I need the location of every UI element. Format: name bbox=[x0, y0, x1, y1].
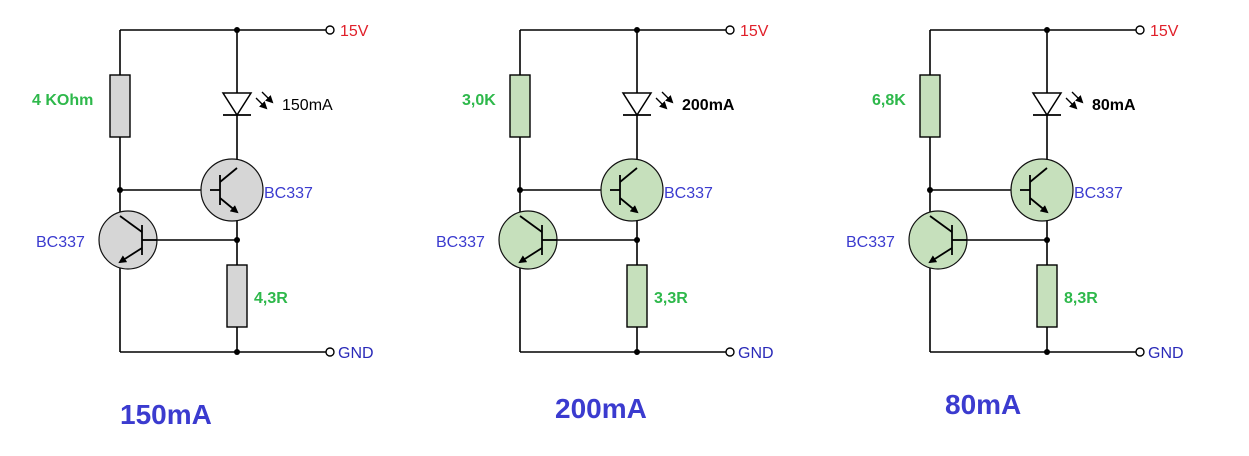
supply-label: 15V bbox=[1150, 23, 1179, 40]
supply-label: 15V bbox=[740, 23, 769, 40]
upper-transistor bbox=[600, 158, 664, 222]
upper-transistor bbox=[1010, 158, 1074, 222]
lower-transistor-label: BC337 bbox=[846, 234, 895, 251]
gnd-label: GND bbox=[738, 345, 774, 362]
wires bbox=[929, 29, 1140, 353]
led bbox=[621, 91, 674, 117]
gnd-label: GND bbox=[1148, 345, 1184, 362]
circuit-1: 4 KOhm 4,3R 15V GND BC337 BC337 150mA 15… bbox=[32, 23, 374, 430]
led-current-label: 200mA bbox=[682, 97, 735, 114]
gnd-terminal bbox=[1135, 347, 1145, 357]
bottom-resistor-value: 8,3R bbox=[1064, 290, 1098, 307]
top-resistor bbox=[509, 74, 531, 138]
gnd-terminal bbox=[325, 347, 335, 357]
junction-dot bbox=[234, 27, 240, 33]
upper-transistor-label: BC337 bbox=[664, 185, 713, 202]
supply-terminal bbox=[725, 25, 735, 35]
supply-terminal bbox=[1135, 25, 1145, 35]
bottom-resistor bbox=[226, 264, 248, 328]
bottom-resistor bbox=[626, 264, 648, 328]
bottom-resistor-value: 3,3R bbox=[654, 290, 688, 307]
junction-dot bbox=[634, 237, 640, 243]
led bbox=[221, 91, 274, 117]
lower-transistor bbox=[908, 210, 968, 270]
gnd-terminal bbox=[725, 347, 735, 357]
circuit-3: 6,8K 8,3R 15V GND BC337 BC337 80mA 80mA bbox=[846, 23, 1184, 420]
lower-transistor bbox=[498, 210, 558, 270]
led-current-label: 80mA bbox=[1092, 97, 1136, 114]
junction-dot bbox=[1044, 27, 1050, 33]
top-resistor bbox=[919, 74, 941, 138]
circuit-2: 3,0K 3,3R 15V GND BC337 BC337 200mA 200m… bbox=[436, 23, 774, 424]
bottom-resistor bbox=[1036, 264, 1058, 328]
top-resistor-value: 4 KOhm bbox=[32, 92, 93, 109]
upper-transistor-label: BC337 bbox=[264, 185, 313, 202]
top-resistor bbox=[109, 74, 131, 138]
circuit-caption: 200mA bbox=[555, 393, 647, 424]
junction-dot bbox=[517, 187, 523, 193]
junction-dot bbox=[234, 349, 240, 355]
wires bbox=[119, 29, 330, 353]
wires bbox=[519, 29, 730, 353]
lower-transistor-label: BC337 bbox=[436, 234, 485, 251]
junction-dot bbox=[927, 187, 933, 193]
led-current-label: 150mA bbox=[282, 97, 333, 114]
supply-label: 15V bbox=[340, 23, 369, 40]
junction-dot bbox=[117, 187, 123, 193]
top-resistor-value: 3,0K bbox=[462, 92, 496, 109]
junction-dot bbox=[634, 349, 640, 355]
circuit-caption: 80mA bbox=[945, 389, 1021, 420]
circuit-caption: 150mA bbox=[120, 399, 212, 430]
gnd-label: GND bbox=[338, 345, 374, 362]
supply-terminal bbox=[325, 25, 335, 35]
lower-transistor-label: BC337 bbox=[36, 234, 85, 251]
junction-dot bbox=[234, 237, 240, 243]
led bbox=[1031, 91, 1084, 117]
upper-transistor-label: BC337 bbox=[1074, 185, 1123, 202]
bottom-resistor-value: 4,3R bbox=[254, 290, 288, 307]
junction-dot bbox=[1044, 349, 1050, 355]
junction-dot bbox=[1044, 237, 1050, 243]
lower-transistor bbox=[98, 210, 158, 270]
upper-transistor bbox=[200, 158, 264, 222]
junction-dot bbox=[634, 27, 640, 33]
top-resistor-value: 6,8K bbox=[872, 92, 906, 109]
